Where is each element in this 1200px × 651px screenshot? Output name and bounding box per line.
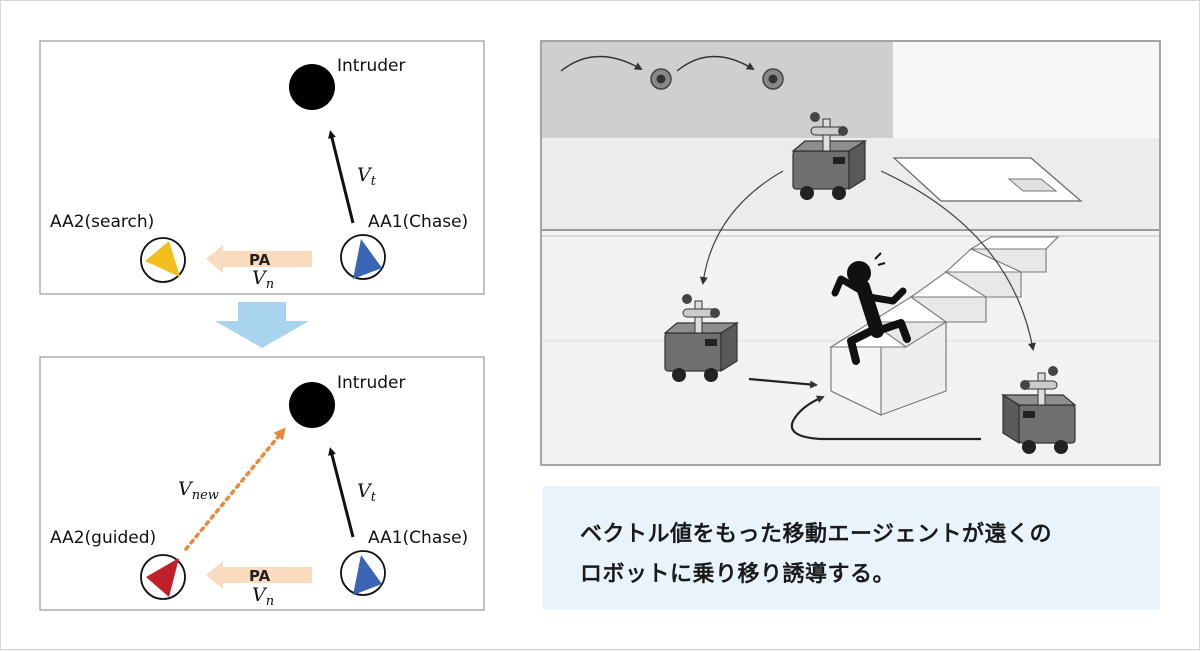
intruder-dot [289, 64, 335, 110]
aa1-agent [340, 550, 386, 596]
vt-label: Vt [357, 164, 377, 189]
robot-scene-illustration [540, 40, 1161, 466]
aa1-label: AA1(Chase) [368, 528, 468, 548]
intruder-label: Intruder [337, 56, 405, 76]
intruder-dot [289, 382, 335, 428]
caption-line-1: ベクトル値をもった移動エージェントが遠くの [580, 522, 1053, 547]
vt-arrow [328, 130, 355, 224]
aa2-triangle-red [146, 558, 179, 597]
vn-label: Vn [252, 584, 274, 609]
caption-line-2: ロボットに乗り移り誘導する。 [580, 562, 896, 587]
bottom-panel: Intruder Vt Vnew AA2(guided) AA1(Chase) … [39, 356, 485, 611]
upper-wall [542, 42, 893, 138]
vt-arrow [328, 447, 355, 538]
robot-icon [663, 294, 740, 382]
robot-move-arrow [748, 377, 818, 389]
aa2-agent [140, 237, 186, 283]
vnew-label: Vnew [178, 478, 219, 503]
robot-icon [791, 112, 868, 200]
caption-box: ベクトル値をもった移動エージェントが遠くの ロボットに乗り移り誘導する。 [542, 486, 1160, 610]
agent-transfer-arrow [880, 170, 1036, 351]
aa1-label: AA1(Chase) [368, 212, 468, 232]
pa-arrow [206, 561, 312, 589]
intruder-label: Intruder [337, 373, 405, 393]
camera-hop-arrow [676, 55, 755, 72]
top-panel: Intruder Vt AA2(search) AA1(Chase) PA Vn [39, 40, 485, 295]
pa-arrow [206, 245, 312, 273]
aa2-label: AA2(guided) [50, 528, 156, 548]
staircase [829, 236, 1060, 416]
aa2-triangle-yellow [145, 241, 180, 277]
aa1-agent [340, 234, 386, 280]
robot-move-arrow [790, 395, 981, 441]
vnew-arrow [184, 427, 286, 551]
intruder-person [831, 252, 911, 365]
robot-icon [1000, 366, 1077, 454]
aa2-label: AA2(search) [50, 212, 154, 232]
transition-down-arrow [215, 302, 309, 348]
aa1-triangle-blue [353, 239, 382, 279]
agent-transfer-arrow [699, 170, 784, 285]
camera-hop-arrow [560, 55, 643, 72]
pa-label: PA [249, 567, 271, 585]
pa-label: PA [249, 251, 271, 269]
camera-icon [762, 68, 784, 90]
vt-label: Vt [357, 480, 377, 505]
vn-label: Vn [252, 267, 274, 292]
camera-icon [650, 68, 672, 90]
aa1-triangle-blue [353, 555, 382, 595]
aa2-agent [140, 554, 186, 600]
